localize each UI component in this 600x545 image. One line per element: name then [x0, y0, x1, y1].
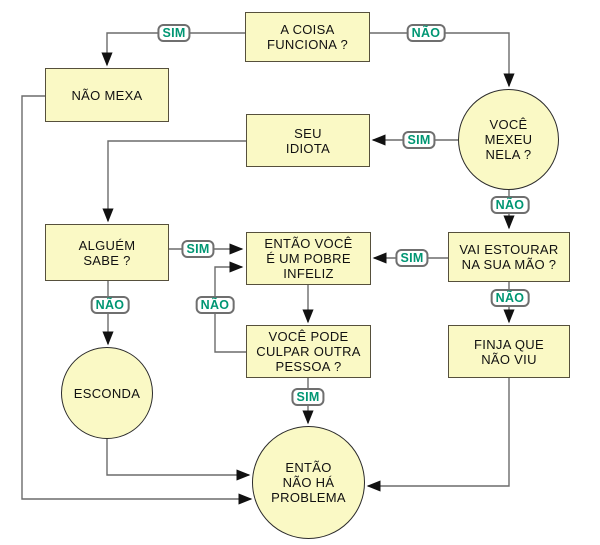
edge-label-sim-vocemexeu-seuidiota: SIM	[402, 131, 436, 149]
node-vai-estourar: VAI ESTOURAR NA SUA MÃO ?	[448, 232, 570, 282]
edge-label-nao-vaiestourar-finja: NÃO	[490, 289, 530, 307]
connector-naomexa-problema	[21, 95, 253, 505]
node-voce-mexeu-nela-label: VOCÊ MEXEU NELA ?	[484, 117, 533, 162]
node-a-coisa-funciona-label: A COISA FUNCIONA ?	[266, 22, 348, 52]
node-entao-nao-ha-problema: ENTÃO NÃO HÁ PROBLEMA	[252, 426, 365, 539]
edge-label-nao-alguemsabe-esconda: NÃO	[90, 296, 130, 314]
node-vai-estourar-label: VAI ESTOURAR NA SUA MÃO ?	[459, 242, 559, 272]
node-seu-idiota-label: SEU IDIOTA	[285, 125, 331, 156]
edge-label-sim-alguemsabe-entaovoce: SIM	[181, 240, 215, 258]
node-entao-voce-pobre-infeliz-label: ENTÃO VOCÊ É UM POBRE INFELIZ	[264, 236, 353, 281]
node-esconda-label: ESCONDA	[73, 385, 141, 401]
node-alguem-sabe: ALGUÉM SABE ?	[45, 224, 169, 281]
node-nao-mexa: NÃO MEXA	[45, 68, 169, 122]
edge-label-nao-start-vocemexeu: NÃO	[406, 24, 446, 42]
edge-label-sim-start-naomexa: SIM	[157, 24, 191, 42]
connector-finja-problema	[366, 378, 510, 492]
connector-esconda-problema	[106, 439, 251, 481]
node-voce-pode-culpar: VOCÊ PODE CULPAR OUTRA PESSOA ?	[246, 325, 371, 378]
connector-seuidiota-alguemsabe	[102, 140, 246, 223]
connector-start-sim-naomexa	[101, 32, 245, 67]
node-entao-nao-ha-problema-label: ENTÃO NÃO HÁ PROBLEMA	[271, 460, 346, 505]
node-voce-mexeu-nela: VOCÊ MEXEU NELA ?	[458, 89, 559, 190]
node-nao-mexa-label: NÃO MEXA	[71, 87, 143, 103]
edge-label-sim-vaiestourar-entaovoce: SIM	[395, 249, 429, 267]
node-entao-voce-pobre-infeliz: ENTÃO VOCÊ É UM POBRE INFELIZ	[246, 232, 371, 285]
edge-label-sim-vocepode-problema: SIM	[291, 388, 325, 406]
node-voce-pode-culpar-label: VOCÊ PODE CULPAR OUTRA PESSOA ?	[256, 329, 361, 374]
node-esconda: ESCONDA	[61, 347, 153, 439]
node-finja-que-nao-viu-label: FINJA QUE NÃO VIU	[474, 336, 544, 367]
edge-label-nao-vocemexeu-vaiestourar: NÃO	[490, 196, 530, 214]
node-a-coisa-funciona: A COISA FUNCIONA ?	[245, 12, 370, 62]
node-alguem-sabe-label: ALGUÉM SABE ?	[78, 237, 136, 268]
node-seu-idiota: SEU IDIOTA	[246, 114, 370, 167]
edge-label-nao-vocepode-entaovoce: NÃO	[195, 296, 235, 314]
node-finja-que-nao-viu: FINJA QUE NÃO VIU	[448, 325, 570, 378]
